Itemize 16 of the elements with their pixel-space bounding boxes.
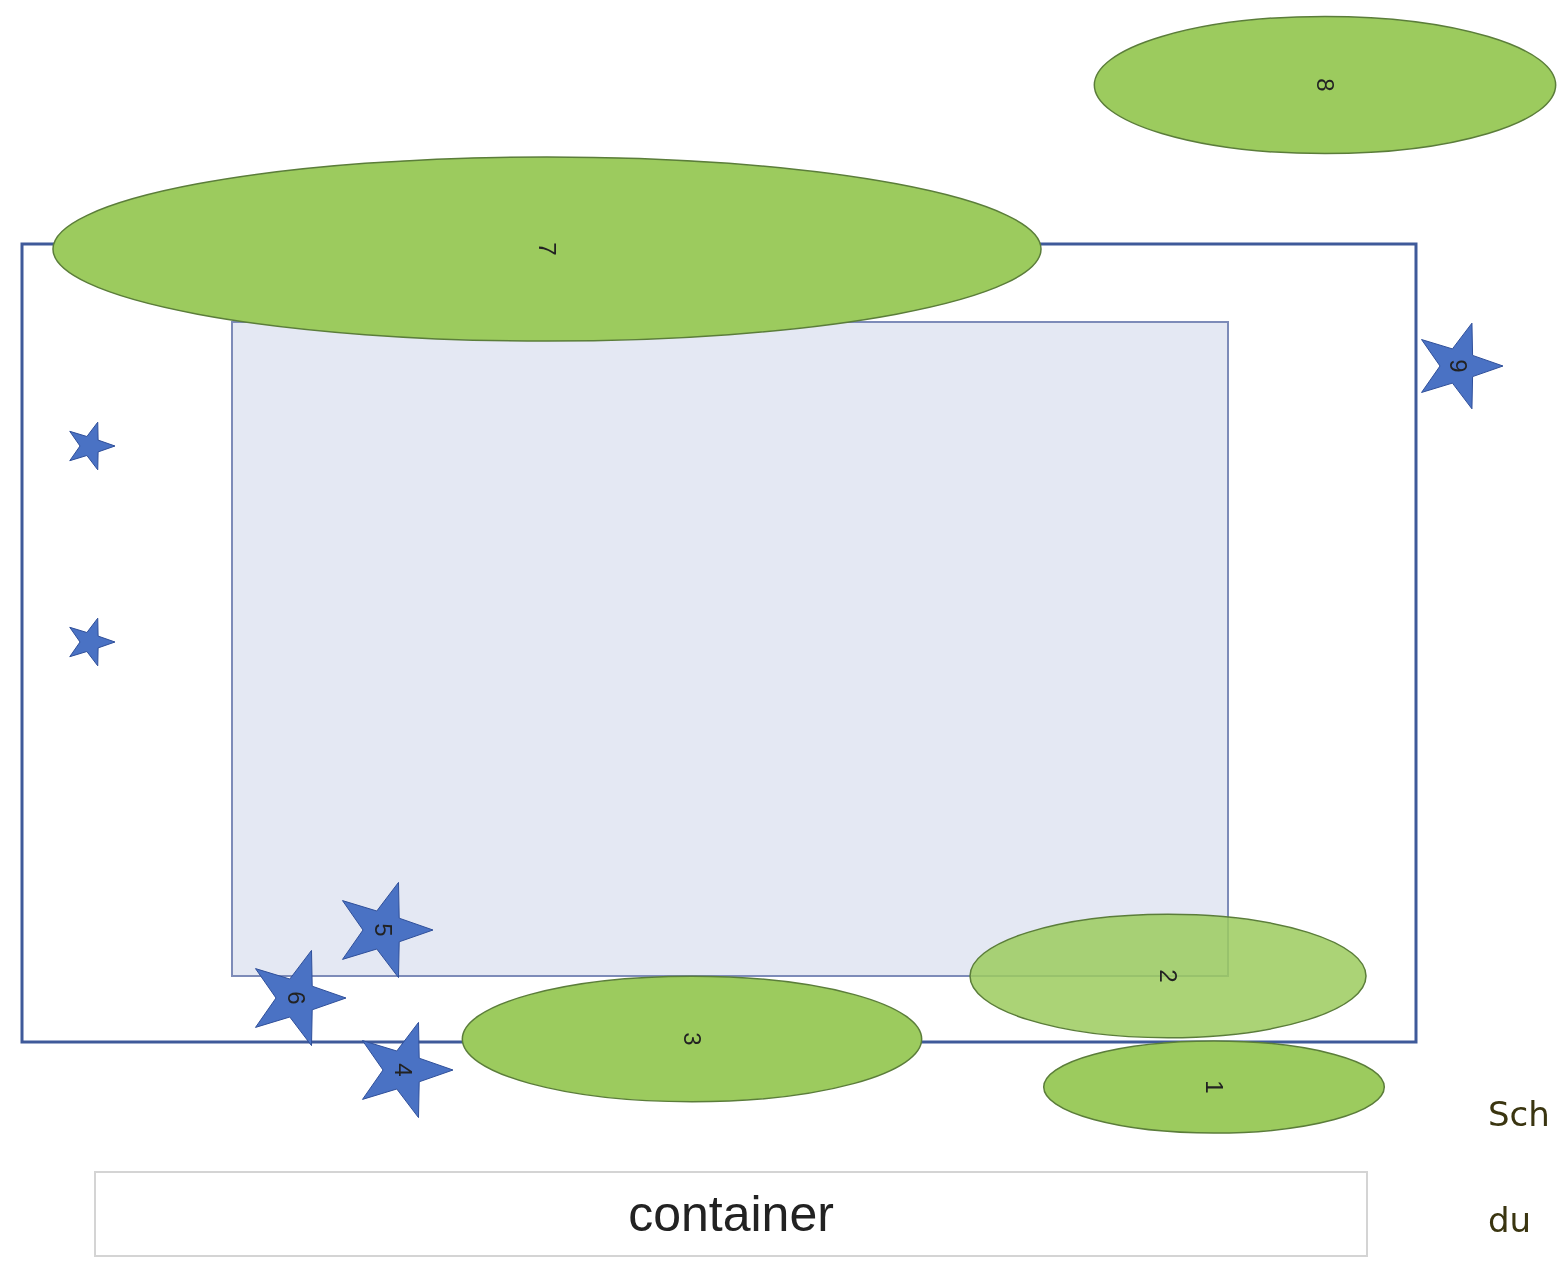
- number-label: 2: [1154, 969, 1182, 983]
- ellipse-shape: [1042, 1040, 1386, 1134]
- number-label: 3: [678, 1032, 706, 1046]
- ellipse-shape: [1092, 15, 1558, 155]
- number-label: 1: [1200, 1080, 1228, 1094]
- ellipse-shape: [460, 975, 924, 1103]
- text-fragment: du: [1488, 1200, 1532, 1240]
- container-box: [95, 1172, 1367, 1256]
- text-fragment: Sch: [1488, 1094, 1550, 1134]
- number-label: 8: [1311, 78, 1339, 92]
- number-label: 4: [389, 1063, 417, 1077]
- number-label: 6: [282, 991, 310, 1005]
- number-label: 7: [533, 242, 561, 256]
- caption-text: container: [628, 1185, 834, 1243]
- number-label: 5: [369, 923, 397, 937]
- number-label: 9: [1444, 359, 1472, 373]
